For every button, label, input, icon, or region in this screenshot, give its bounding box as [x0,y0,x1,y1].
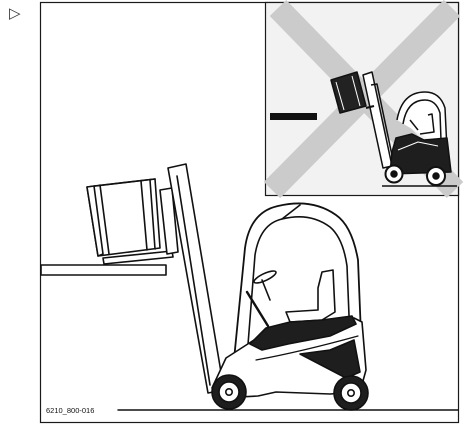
rear-wheel [334,376,368,410]
rack-shelf [41,265,166,275]
figure-reference-code: 6210_800-016 [46,406,94,415]
main-load-box [87,179,160,256]
inset-panel-incorrect [266,3,459,196]
front-wheel [212,375,246,409]
motion-dash [270,113,317,120]
